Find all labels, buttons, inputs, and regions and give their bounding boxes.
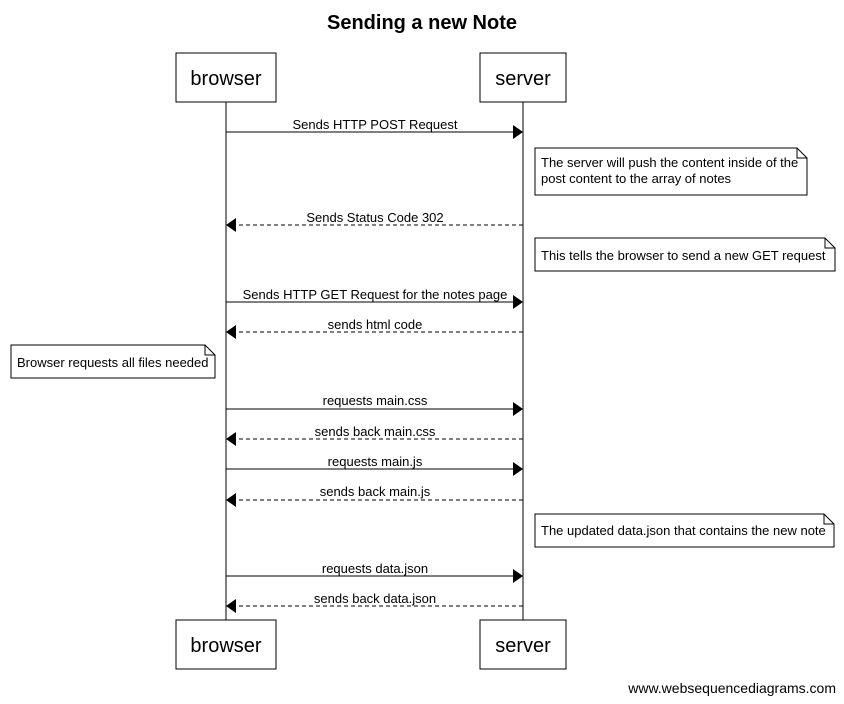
note-text: Browser requests all files needed [17, 355, 209, 370]
message-label: requests main.js [328, 454, 423, 469]
note-updated-json: The updated data.json that contains the … [534, 513, 835, 548]
message-label: sends back main.css [315, 424, 436, 439]
message-request-js: requests main.js [226, 454, 523, 476]
browser-actor-top: browser [175, 52, 277, 103]
browser-actor-label: browser [190, 68, 261, 90]
browser-actor-label: browser [190, 635, 261, 657]
message-request-css: requests main.css [226, 393, 523, 416]
message-html-code: sends html code [226, 317, 523, 339]
server-actor-top: server [479, 52, 567, 103]
note-new-get: This tells the browser to send a new GET… [534, 237, 836, 272]
message-label: sends back data.json [314, 591, 436, 606]
message-label: requests data.json [322, 561, 428, 576]
message-back-js: sends back main.js [226, 484, 523, 507]
footer-watermark: www.websequencediagrams.com [627, 680, 836, 696]
message-status-302: Sends Status Code 302 [226, 210, 523, 232]
message-label: requests main.css [323, 393, 428, 408]
message-label: sends html code [328, 317, 423, 332]
note-text-line2: post content to the array of notes [541, 171, 732, 186]
server-actor-label: server [495, 635, 551, 657]
message-post-request: Sends HTTP POST Request [226, 117, 523, 139]
note-text-line1: The server will push the content inside … [541, 155, 798, 170]
message-label: sends back main.js [320, 484, 431, 499]
message-label: Sends HTTP GET Request for the notes pag… [243, 287, 508, 302]
message-get-request: Sends HTTP GET Request for the notes pag… [226, 287, 523, 309]
browser-actor-bottom: browser [175, 619, 277, 670]
message-back-css: sends back main.css [226, 424, 523, 446]
message-request-json: requests data.json [226, 561, 523, 583]
message-label: Sends HTTP POST Request [293, 117, 458, 132]
note-text: The updated data.json that contains the … [541, 523, 826, 538]
message-label: Sends Status Code 302 [306, 210, 443, 225]
server-actor-label: server [495, 68, 551, 90]
diagram-title: Sending a new Note [327, 12, 517, 34]
note-push-content: The server will push the content inside … [534, 147, 808, 196]
server-actor-bottom: server [479, 619, 567, 670]
note-text: This tells the browser to send a new GET… [541, 248, 826, 263]
message-back-json: sends back data.json [226, 591, 523, 613]
note-browser-files: Browser requests all files needed [10, 344, 216, 379]
